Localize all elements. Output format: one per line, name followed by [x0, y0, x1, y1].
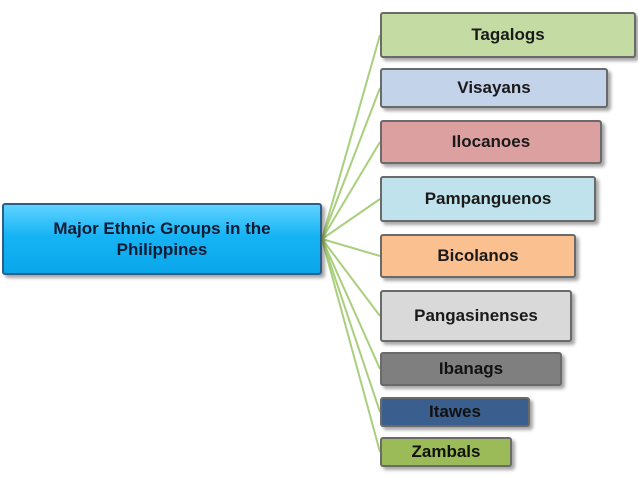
child-node-bicolanos: Bicolanos — [380, 234, 576, 278]
child-node-ibanags: Ibanags — [380, 352, 562, 386]
child-node-label: Ibanags — [438, 359, 504, 378]
child-node-label: Pampanguenos — [424, 189, 552, 208]
child-node-itawes: Itawes — [380, 397, 530, 427]
child-node-label: Itawes — [429, 402, 481, 421]
child-node-zambals: Zambals — [380, 437, 512, 467]
child-node-tagalogs: Tagalogs — [380, 12, 636, 58]
connector-line — [321, 87, 381, 240]
child-node-label: Pangasinenses — [414, 306, 538, 325]
root-node-major-ethnic-groups: Major Ethnic Groups in the Philippines — [2, 203, 322, 275]
connector-line — [321, 141, 381, 240]
child-node-label: Tagalogs — [471, 25, 545, 44]
connector-line — [321, 34, 381, 240]
connector-line — [321, 238, 381, 453]
child-node-pangasinenses: Pangasinenses — [380, 290, 572, 342]
connector-line — [321, 198, 381, 240]
child-node-ilocanoes: Ilocanoes — [380, 120, 602, 164]
connector-line — [321, 238, 381, 317]
child-node-visayans: Visayans — [380, 68, 608, 108]
child-node-label: Bicolanos — [437, 246, 519, 265]
connector-line — [321, 238, 381, 370]
child-node-pampanguenos: Pampanguenos — [380, 176, 596, 222]
child-node-label: Zambals — [411, 442, 481, 461]
child-node-label: Ilocanoes — [451, 132, 531, 151]
connector-line — [321, 238, 381, 413]
root-node-label: Major Ethnic Groups in the Philippines — [53, 219, 271, 259]
child-node-label: Visayans — [457, 78, 531, 97]
connector-line — [321, 238, 381, 257]
